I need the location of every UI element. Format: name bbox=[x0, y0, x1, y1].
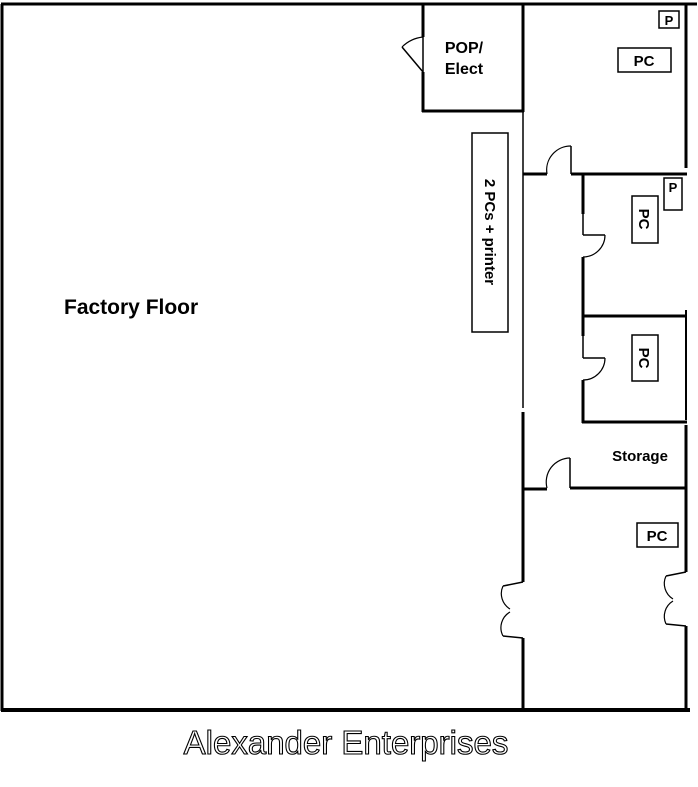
workstation-corridor: 2 PCs + printer bbox=[471, 132, 509, 333]
door-pop-elect bbox=[401, 36, 424, 73]
printer-office-top: P bbox=[658, 10, 680, 29]
interior-walls bbox=[421, 4, 687, 711]
pc-station-office-top: PC bbox=[617, 47, 672, 73]
plan-title: Alexander Enterprises bbox=[184, 724, 509, 761]
room-label-factory-floor: Factory Floor bbox=[64, 296, 198, 319]
door-office-mid1 bbox=[582, 214, 606, 258]
room-label-pop-elect-line2: Elect bbox=[445, 61, 484, 78]
door-office-top bbox=[546, 145, 572, 175]
room-label-storage: Storage bbox=[612, 448, 668, 465]
printer-label-office-mid: P bbox=[669, 180, 678, 195]
doors bbox=[401, 36, 687, 639]
pc-station-office-bottom: PC bbox=[636, 522, 679, 548]
pc-label-office-mid2: PC bbox=[635, 348, 652, 369]
pc-station-office-mid1: PC bbox=[631, 195, 659, 244]
workstation-label-corridor: 2 PCs + printer bbox=[481, 179, 498, 285]
pc-label-office-top: PC bbox=[634, 53, 655, 70]
exterior-walls bbox=[0, 2, 697, 712]
pc-station-office-mid2: PC bbox=[631, 334, 659, 382]
printer-office-mid: P bbox=[663, 177, 683, 211]
door-office-mid2 bbox=[582, 336, 606, 381]
door-factory-double bbox=[500, 581, 524, 639]
printer-label-office-top: P bbox=[665, 13, 674, 28]
pc-label-office-mid1: PC bbox=[635, 209, 652, 230]
room-label-pop-elect-line1: POP/ bbox=[445, 40, 484, 57]
pc-label-office-bottom: PC bbox=[647, 528, 668, 545]
door-exterior-double bbox=[663, 571, 687, 627]
door-storage bbox=[545, 457, 571, 489]
